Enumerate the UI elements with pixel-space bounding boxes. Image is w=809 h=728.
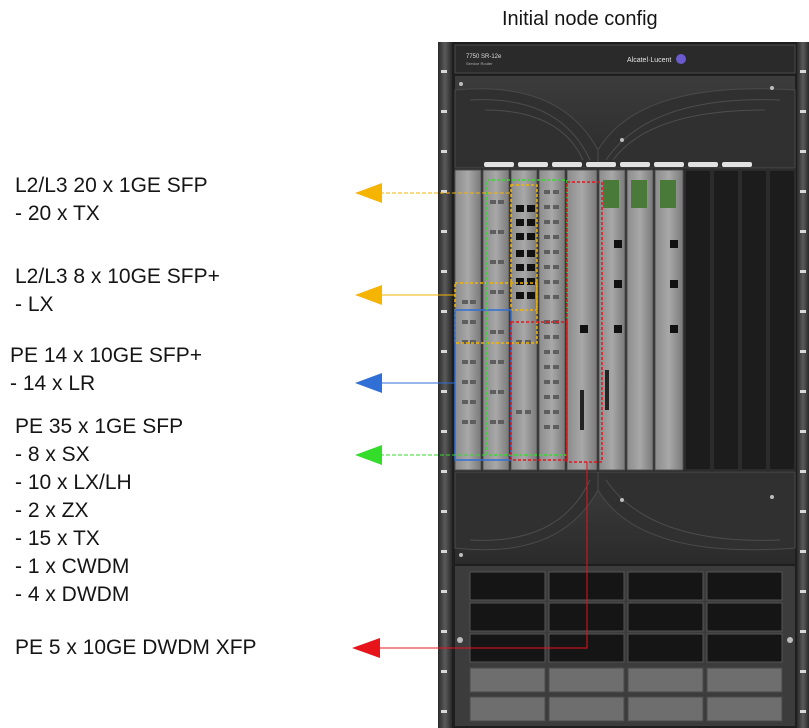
arrow-l2l3-1ge <box>355 183 511 203</box>
power-feeds <box>469 667 783 722</box>
highlight-l2l3-1ge <box>510 184 538 311</box>
fan-arc <box>469 479 591 541</box>
label-title: L2/L3 20 x 1GE SFP <box>15 174 208 197</box>
label-l2l3-1ge: L2/L3 20 x 1GE SFP - 20 x TX <box>15 172 208 228</box>
fan-arc <box>469 99 591 161</box>
card-handles <box>484 162 752 167</box>
screw-icon <box>770 495 774 499</box>
blank-slot <box>712 169 740 471</box>
screw-icon <box>620 498 624 502</box>
card-slot-3 <box>510 169 538 471</box>
fan-arc <box>605 99 781 161</box>
arrow-pe-1ge <box>355 445 487 465</box>
card-slot-7 <box>626 169 654 471</box>
fan-arc <box>612 109 766 161</box>
screw-icon <box>787 637 793 643</box>
label-line: - 8 x SX <box>15 443 90 466</box>
blank-slot <box>740 169 768 471</box>
rj45-ports <box>516 205 535 299</box>
sfp-ports <box>462 190 559 429</box>
label-line: - 4 x DWDM <box>15 583 130 606</box>
control-card-details <box>580 180 678 430</box>
card-slot-8 <box>654 169 684 471</box>
line-cards <box>454 169 796 471</box>
highlight-pe-dwdm <box>566 181 603 463</box>
screw-icon <box>459 82 463 86</box>
diagram-title: Initial node config <box>502 8 658 30</box>
label-line: - 1 x CWDM <box>15 555 130 578</box>
label-pe-dwdm-xfp: PE 5 x 10GE DWDM XFP <box>15 634 257 662</box>
label-pe-1ge-sfp: PE 35 x 1GE SFP - 8 x SX - 10 x LX/LH - … <box>15 413 183 609</box>
name-plate <box>454 44 796 74</box>
model-text: 7750 SR-12e <box>466 54 502 60</box>
card-slot-4 <box>538 169 566 471</box>
card-slot-6 <box>598 169 626 471</box>
arrow-l2l3-10ge <box>355 285 455 305</box>
rail-holes <box>441 70 806 713</box>
blank-slot <box>768 169 796 471</box>
screw-icon <box>457 637 463 643</box>
label-line: - 14 x LR <box>10 372 96 395</box>
screw-icon <box>620 138 624 142</box>
fan-arc <box>605 479 781 541</box>
label-title: PE 35 x 1GE SFP <box>15 415 184 438</box>
highlight-l2l3-10ge <box>454 282 538 344</box>
fan-curve-right <box>597 471 796 551</box>
label-line: - 10 x LX/LH <box>15 471 132 494</box>
right-rail <box>797 42 809 728</box>
label-line: - LX <box>15 293 54 316</box>
label-l2l3-10ge: L2/L3 8 x 10GE SFP+ - LX <box>15 263 220 319</box>
arrow-pe-10ge <box>355 373 455 393</box>
model-sub-text: Service Router <box>466 61 493 66</box>
label-title: L2/L3 8 x 10GE SFP+ <box>15 265 220 288</box>
label-line: - 2 x ZX <box>15 499 89 522</box>
label-pe-10ge-sfp: PE 14 x 10GE SFP+ - 14 x LR <box>10 342 202 398</box>
left-rail <box>438 42 452 728</box>
fan-arc <box>484 109 584 161</box>
screw-icon <box>770 86 774 90</box>
label-line: - 20 x TX <box>15 202 100 225</box>
screw-icon <box>459 553 463 557</box>
blank-slot <box>684 169 712 471</box>
arrow-pe-dwdm <box>352 462 588 658</box>
label-title: PE 14 x 10GE SFP+ <box>10 344 203 367</box>
brand-logo-icon <box>676 54 686 64</box>
highlight-pe-1ge <box>486 179 568 456</box>
label-line: - 15 x TX <box>15 527 100 550</box>
label-title: PE 5 x 10GE DWDM XFP <box>15 636 257 659</box>
brand-text: Alcatel·Lucent <box>627 57 671 64</box>
fan-curve-right <box>597 88 796 169</box>
